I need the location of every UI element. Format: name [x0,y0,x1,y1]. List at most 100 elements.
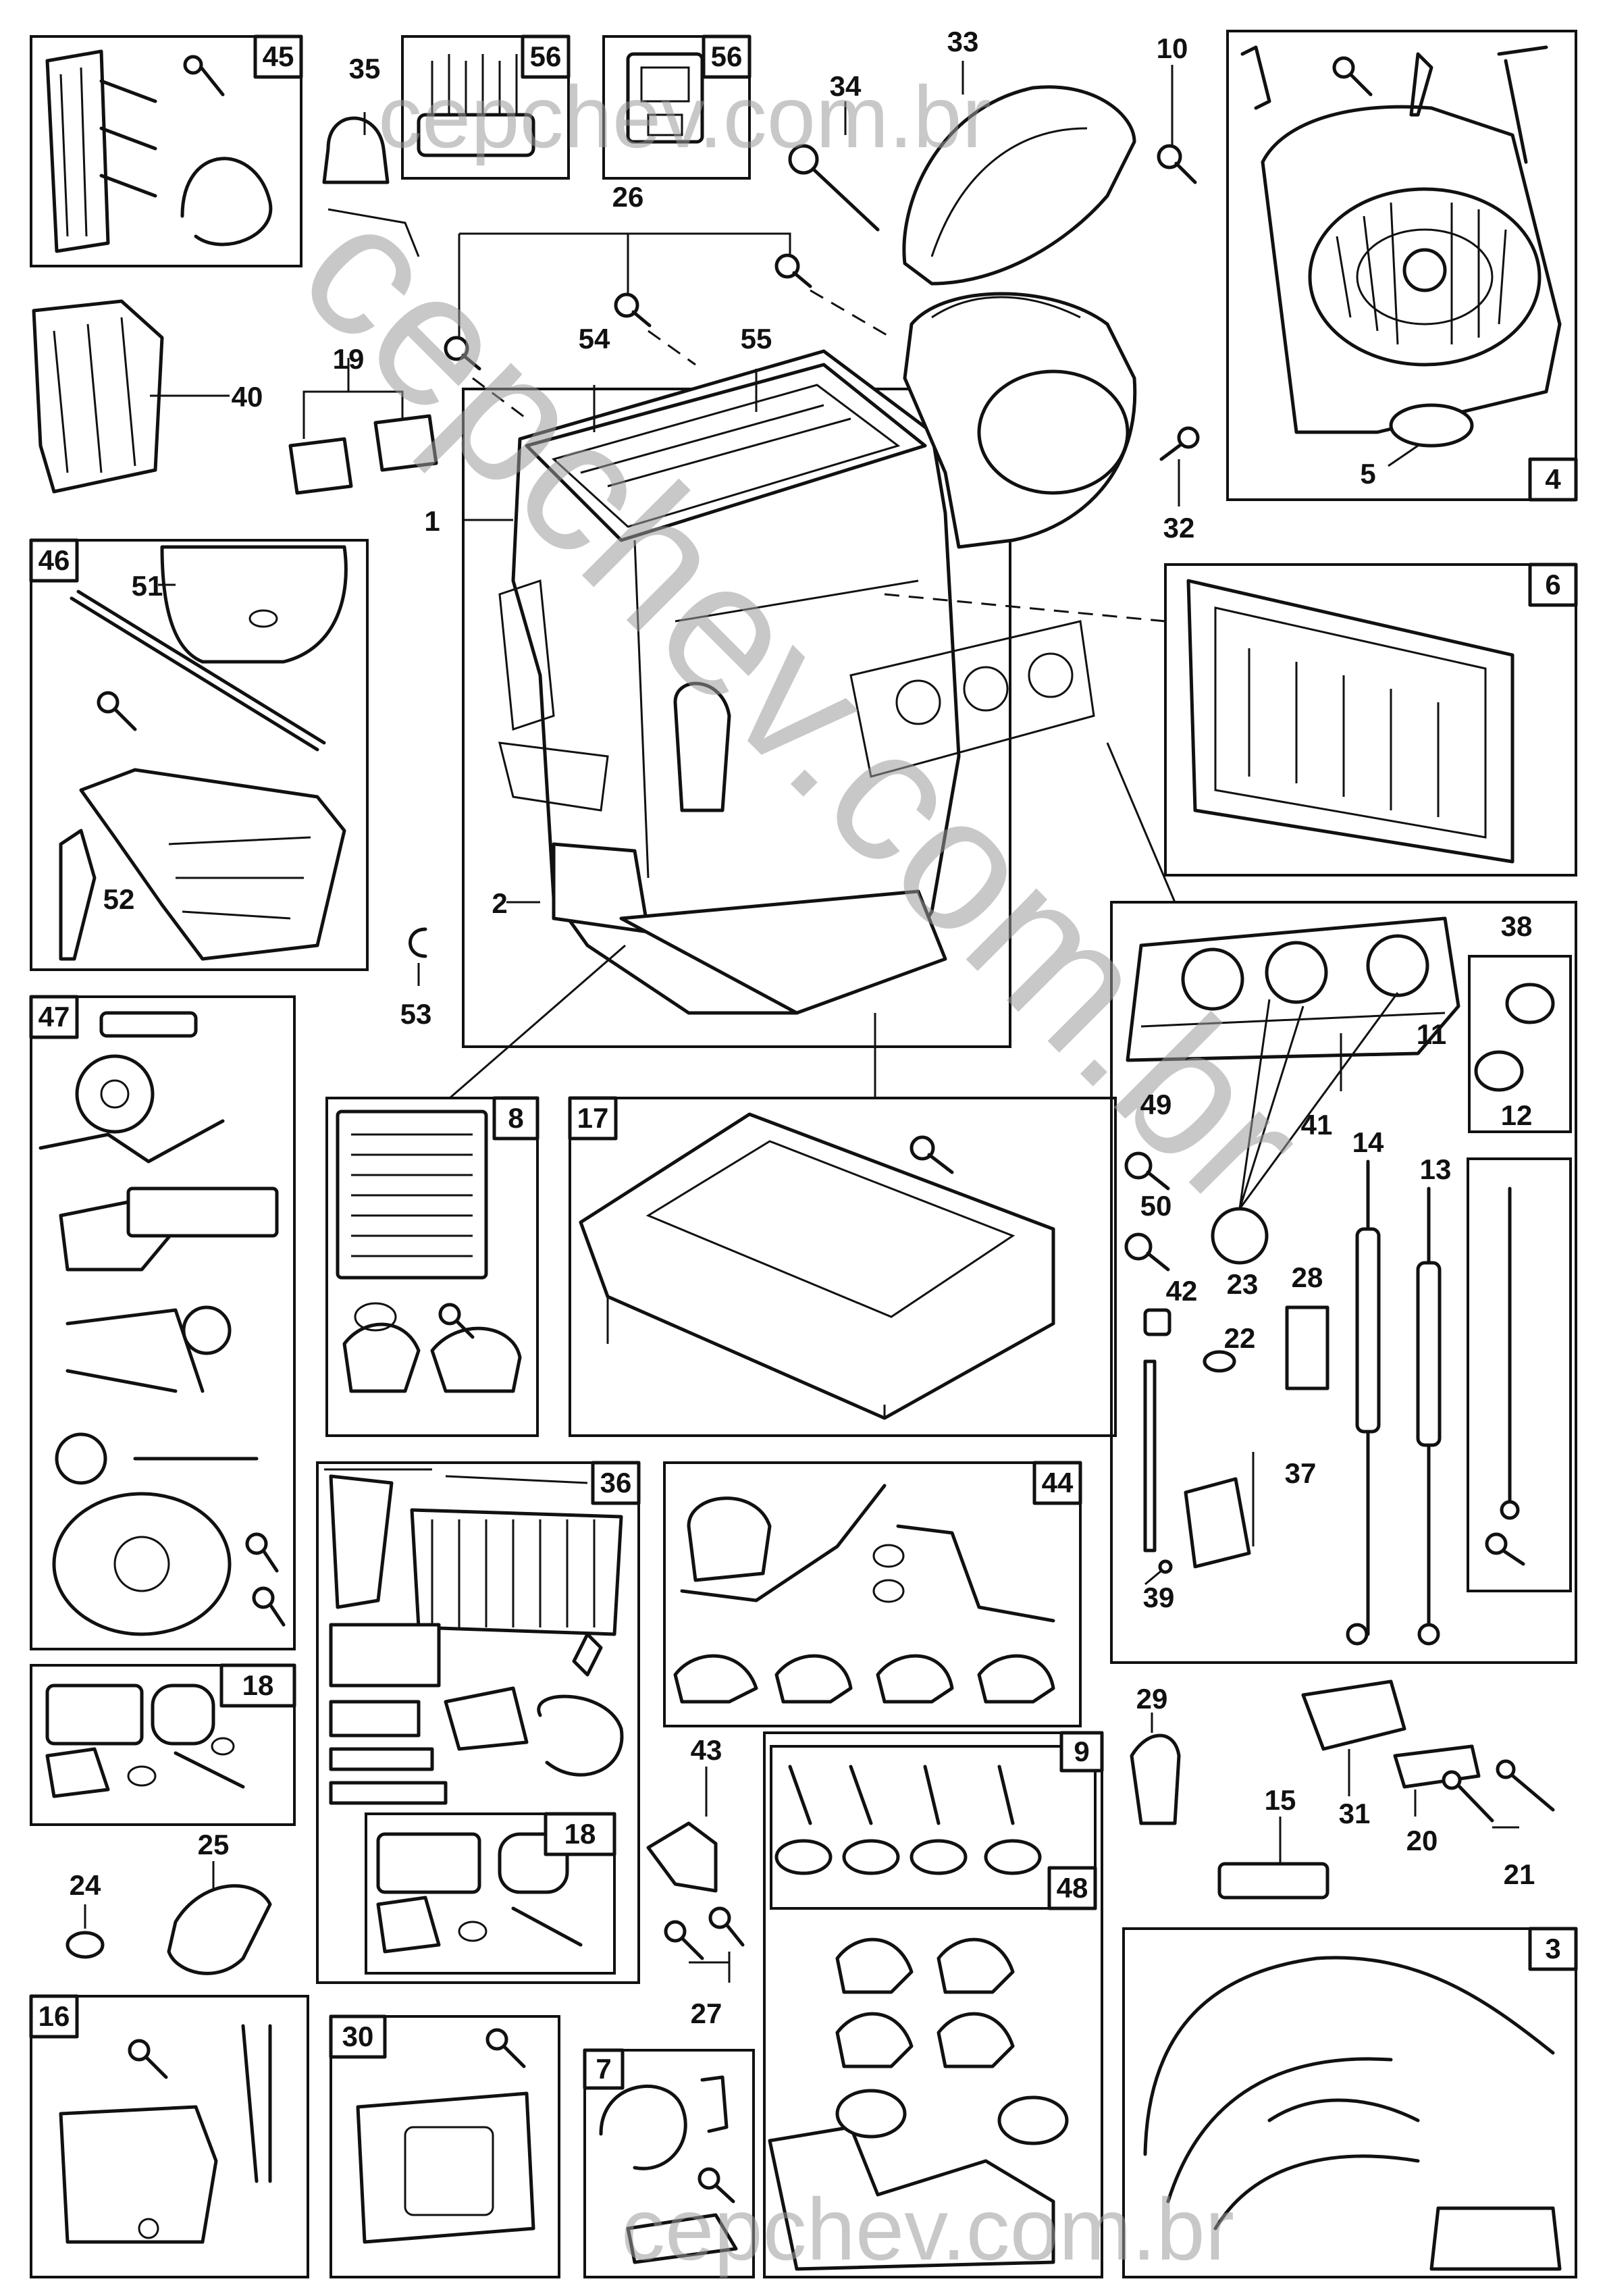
cap-35-drawing [322,116,420,257]
control-panel-ghost-drawing [849,593,1176,903]
housing-cover-drawing [902,85,1136,286]
callout-label: 37 [1285,1457,1317,1489]
callout-leaders [84,61,1519,1929]
watermark-diagonal: cepchev.com.br [261,163,1344,1247]
box-label: 18 [242,1669,274,1701]
box-18b-frame [365,1812,616,1975]
callout-label: 11 [1417,1018,1446,1050]
callout-label: 50 [1140,1190,1172,1222]
callout-label: 13 [1420,1153,1452,1185]
screws-26-drawing [444,232,892,420]
box-number-labels: 45 56 56 4 46 6 47 8 17 38 36 44 18 18 9… [29,34,1578,2090]
callout-label: 15 [1265,1784,1296,1816]
connectors-drawing [1130,1679,1555,1900]
seal-7-drawing [599,2075,738,2264]
callout-label: 55 [741,323,772,355]
box-label: 7 [596,2053,611,2085]
box-label: 16 [38,2000,70,2032]
box-12-frame [1467,1157,1572,1592]
screw-32-drawing [1159,426,1200,461]
callout-label: 52 [103,883,135,915]
callout-label: 42 [1166,1275,1198,1307]
duct-9-drawing [768,1937,1069,2271]
box-label: 8 [508,1102,523,1134]
box-label: 56 [711,41,743,72]
box-label: 17 [577,1102,609,1134]
heater-control-drawing [1126,916,1460,1265]
box-44-frame [663,1461,1082,1727]
box-7-frame [583,2049,755,2278]
small-fasteners-drawing [1124,1151,1329,1574]
callout-label: 2 [492,887,507,919]
callout-label: 39 [1143,1582,1175,1613]
callout-label: 23 [1227,1268,1259,1300]
box-6-frame [1164,563,1577,877]
box-3-frame [1122,1927,1577,2278]
box-4-frame [1226,30,1577,501]
watermark-bottom: cepchev.com.br [621,2180,1234,2278]
seals-24-25-drawing [65,1884,272,1975]
callout-label: 31 [1339,1798,1371,1829]
filters-19-drawing [288,358,438,495]
blower-motor-drawing [1240,45,1562,448]
box-11-frame [1110,901,1577,1664]
pipes-kit-drawing [673,1484,1055,1704]
callout-label: 49 [1140,1089,1172,1120]
box-56a-frame [401,35,570,180]
box-48-frame [770,1745,1097,1910]
actuator-16-drawing [59,2024,272,2244]
box-label: 18 [564,1818,596,1850]
cabin-filter-drawing [1186,579,1514,864]
box-8-frame [325,1097,539,1437]
box-label: 38 [1501,910,1533,942]
o-rings-drawing [1474,983,1555,1092]
box-46-frame [30,539,369,971]
hvac-main-housing-drawing [498,349,961,1015]
watermark-top: cepchev.com.br [378,68,991,166]
box-label: 47 [38,1001,70,1033]
resistor-block-drawing [417,54,535,157]
callout-label: 27 [691,1998,722,2029]
blower-scroll-drawing [903,292,1137,549]
box-18a-frame [30,1664,296,1826]
callout-label: 54 [579,323,610,355]
callout-label: 21 [1504,1858,1535,1890]
clamps-48-drawing [774,1765,1042,1875]
heater-core-kit-drawing [324,1468,624,1805]
callout-label: 53 [400,998,432,1030]
switch-block-drawing [626,52,704,144]
servo-18a-drawing [45,1684,245,1798]
box-9-frame [763,1731,1103,2278]
callout-label: 10 [1157,32,1188,64]
box-label: 48 [1057,1872,1088,1904]
callout-label: 33 [947,26,979,57]
screw-10-drawing [1157,144,1197,184]
callout-label: 26 [612,181,644,213]
part-drawings [32,45,1562,2271]
lower-tray-drawing [579,1112,1055,1420]
callout-label: 12 [1501,1099,1533,1131]
box-label: 9 [1074,1736,1089,1767]
box-47-frame [30,995,296,1650]
box-label: 3 [1545,1933,1560,1964]
box-label: 4 [1545,463,1561,495]
wiring-harness-drawing [1143,1956,1562,2271]
box-36-frame [316,1461,640,1984]
callout-label: 40 [232,381,263,413]
evaporator-core-drawing [336,1110,522,1393]
callout-label: 35 [349,53,381,84]
duct-40-drawing [32,299,164,494]
duct-side-panel-drawing [45,49,273,253]
box-label: 36 [600,1467,632,1498]
filter-housing-drawing [59,545,348,961]
callout-label: 19 [333,343,365,375]
box-label: 45 [263,41,294,72]
box-label: 30 [342,2020,374,2052]
callout-label: 1 [424,505,440,537]
callout-label: 28 [1292,1261,1323,1293]
box-56b-frame [602,35,751,180]
control-cables-drawing [1346,1159,1525,1646]
callout-label: 32 [1163,512,1195,544]
clip-53-drawing [409,927,427,958]
